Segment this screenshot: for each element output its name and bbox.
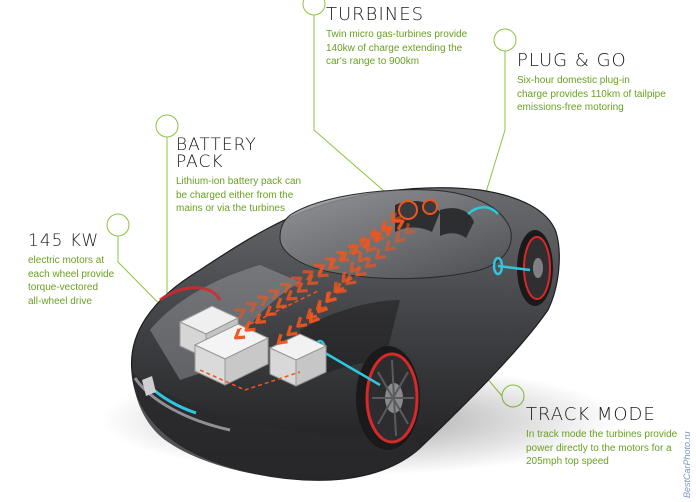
callout-motors-desc: electric motors at each wheel provide to… <box>28 255 115 307</box>
callout-turbines: TURBINES Twin micro gas-turbines provide… <box>326 6 467 69</box>
energy-flow-chevron <box>306 308 318 320</box>
energy-flow-chevron <box>296 281 308 293</box>
energy-flow-chevron <box>234 308 246 320</box>
battery-pack <box>178 305 328 387</box>
callout-battery-pack-title: BATTERY PACK <box>176 135 257 172</box>
rear-wheel <box>517 230 553 306</box>
leader-node-turbines <box>302 0 326 16</box>
callout-plug-and-go-desc: Six-hour domestic plug-in charge provide… <box>517 75 666 113</box>
power-wiring <box>199 289 321 391</box>
energy-flow-chevron <box>296 316 308 328</box>
energy-flow-chevron <box>286 325 298 337</box>
energy-flow-chevron <box>325 257 337 269</box>
energy-flow-chevron <box>307 274 319 286</box>
turbine-units <box>398 199 438 220</box>
energy-flow-chevron <box>286 289 298 301</box>
callout-track-mode-desc: In track mode the turbines provide power… <box>526 429 678 467</box>
energy-flow-chevron <box>245 301 257 313</box>
energy-flow-chevron <box>404 222 416 235</box>
energy-flow-chevron <box>384 240 396 252</box>
leader-node-plug <box>493 28 517 52</box>
energy-flow-chevron <box>268 289 280 301</box>
energy-flow-chevron <box>345 274 357 286</box>
energy-flow-chevron <box>276 333 288 345</box>
energy-flow-chevron <box>349 261 361 273</box>
front-left-hub <box>159 286 222 302</box>
energy-flow-chevron <box>394 231 406 243</box>
callout-plug-and-go-title: PLUG & GO <box>517 50 627 71</box>
energy-flow-chevron <box>275 297 287 309</box>
callout-track-mode: TRACK MODE In track mode the turbines pr… <box>526 406 677 469</box>
energy-flow-chevron <box>381 225 393 237</box>
energy-flow-chevron <box>234 328 246 340</box>
energy-flow-chevron <box>291 276 303 288</box>
energy-flow-chevron <box>370 231 382 243</box>
energy-flow-chevron <box>365 257 377 269</box>
leader-line-turbines <box>313 15 401 206</box>
callout-turbines-desc: Twin micro gas-turbines provide 140kw of… <box>326 29 468 67</box>
callout-track-mode-title: TRACK MODE <box>526 404 656 425</box>
callout-motors: 145 KW electric motors at each wheel pro… <box>28 233 114 308</box>
car-body <box>130 187 560 481</box>
front-wheel <box>356 346 420 450</box>
energy-flow-chevron <box>257 295 269 307</box>
energy-flow-chevron <box>244 320 256 332</box>
energy-flow-chevron <box>365 241 377 253</box>
energy-flow-chevron <box>359 238 371 250</box>
energy-flow-chevron <box>325 292 337 304</box>
watermark: BestCarPhoto.ru <box>682 388 694 498</box>
callout-battery-pack-desc: Lithium-ion battery pack can be charged … <box>176 176 302 214</box>
energy-flow-chevron <box>308 312 321 324</box>
watermark-text: BestCarPhoto.ru <box>682 431 692 498</box>
energy-flow-chevron <box>374 248 387 260</box>
energy-flow-chevron <box>393 219 405 231</box>
energy-flow-chevron <box>338 250 350 262</box>
energy-flow-chevron <box>302 269 314 282</box>
callout-turbines-title: TURBINES <box>326 4 425 25</box>
leader-node-battery <box>155 114 179 138</box>
callout-battery-pack: BATTERY PACK Lithium-ion battery pack ca… <box>176 137 301 216</box>
energy-flows <box>234 210 416 345</box>
energy-flow-chevron <box>347 244 359 256</box>
callout-plug-and-go: PLUG & GO Six-hour domestic plug-in char… <box>517 52 666 115</box>
energy-flow-chevron <box>336 250 348 263</box>
leader-line-plug <box>479 51 506 213</box>
energy-flow-chevron <box>254 312 267 324</box>
energy-flow-chevron <box>317 302 329 314</box>
energy-flow-chevron <box>279 282 291 294</box>
callout-motors-title: 145 KW <box>28 231 100 251</box>
energy-flow-chevron <box>265 305 277 317</box>
energy-flow-chevron <box>313 263 325 275</box>
energy-flow-chevron <box>341 271 353 283</box>
energy-flow-chevron <box>357 251 369 263</box>
energy-flow-chevron <box>390 210 402 223</box>
energy-flow-chevron <box>333 281 345 294</box>
